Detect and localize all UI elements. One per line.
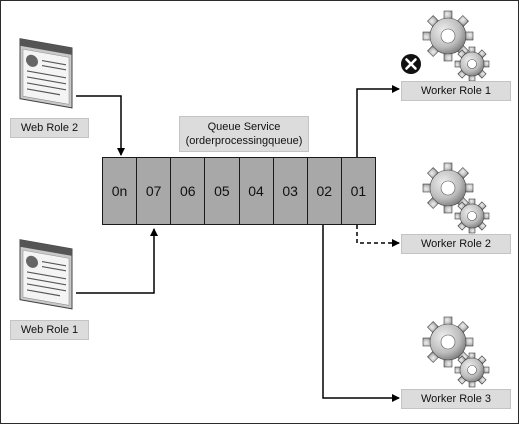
gear-icon — [422, 316, 490, 388]
web-role-2-label: Web Role 2 — [10, 118, 89, 138]
arrow-queue-to-worker1 — [356, 85, 400, 157]
arrow-queue-to-worker2 — [356, 225, 400, 247]
queue-service-title: Queue Service — [207, 121, 281, 133]
queue-cell: 07 — [136, 158, 170, 224]
worker-role-2-label: Worker Role 2 — [401, 234, 511, 254]
message-queue: 0n 07 06 05 04 03 02 01 — [102, 157, 376, 225]
queue-cell: 05 — [204, 158, 238, 224]
arrow-webrole2-to-queue — [76, 95, 125, 156]
queue-cell: 02 — [306, 158, 341, 224]
arrow-webrole1-to-queue — [76, 228, 158, 294]
error-x-icon — [401, 54, 421, 74]
queue-service-label: Queue Service (orderprocessingqueue) — [179, 116, 309, 152]
queue-cell: 01 — [340, 158, 375, 224]
worker-role-1-label: Worker Role 1 — [401, 81, 511, 101]
queue-cell: 04 — [238, 158, 273, 224]
gear-icon — [422, 10, 490, 82]
queue-service-name: (orderprocessingqueue) — [185, 135, 303, 147]
queue-cell: 03 — [272, 158, 307, 224]
queue-cell: 06 — [170, 158, 204, 224]
web-role-1-label: Web Role 1 — [10, 320, 89, 340]
arrow-queue-to-worker3 — [322, 225, 400, 402]
web-page-icon — [19, 38, 73, 109]
gear-icon — [422, 162, 490, 234]
queue-cell: 0n — [111, 183, 128, 199]
web-page-icon — [19, 239, 73, 310]
worker-role-3-label: Worker Role 3 — [401, 389, 511, 409]
